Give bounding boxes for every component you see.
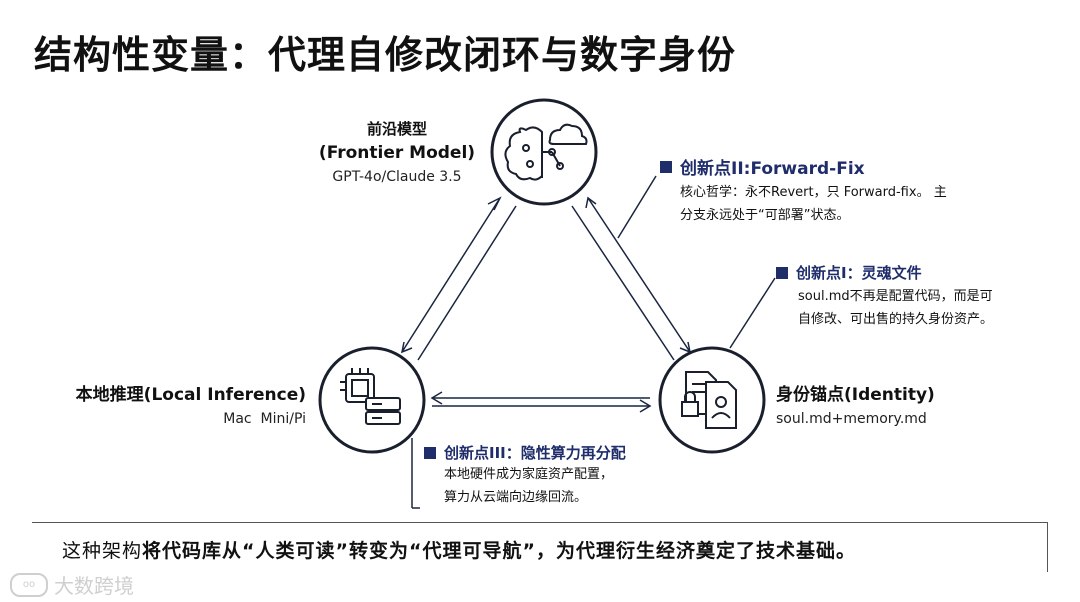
- watermark: oo 大数跨境: [10, 570, 134, 599]
- square-bullet-icon: [660, 160, 672, 173]
- local-label: 本地推理(Local Inference) Mac Mini/Pi: [62, 380, 306, 427]
- watermark-logo-icon: oo: [10, 572, 48, 597]
- node-frontier: [490, 98, 598, 206]
- note-forward-fix-title-text: 创新点II:Forward-Fix: [680, 159, 865, 179]
- square-bullet-icon: [776, 266, 788, 279]
- callout-line-forward-fix: [617, 175, 657, 239]
- note-compute-line2: 算力从云端向边缘回流。: [444, 490, 588, 505]
- footer-prefix: 这种架构: [62, 540, 143, 562]
- note-compute: 创新点III：隐性算力再分配 本地硬件成为家庭资产配置， 算力从云端向边缘回流。: [424, 442, 626, 509]
- note-compute-line1: 本地硬件成为家庭资产配置，: [444, 467, 614, 482]
- node-identity: [658, 346, 766, 454]
- node-local: [318, 346, 426, 454]
- footer-text: 这种架构将代码库从“人类可读”转变为“代理可导航”，为代理衍生经济奠定了技术基础…: [62, 536, 856, 563]
- arrow-frontier-identity: [571, 196, 692, 361]
- arrow-frontier-local: [400, 196, 517, 361]
- note-forward-fix-line2: 分支永远处于“可部署”状态。: [680, 208, 850, 223]
- note-soul: 创新点I：灵魂文件 soul.md不再是配置代码，而是可 自修改、可出售的持久身…: [776, 262, 993, 331]
- local-sub: Mac Mini/Pi: [223, 411, 306, 427]
- note-compute-title-text: 创新点III：隐性算力再分配: [444, 444, 626, 462]
- callout-line-soul: [729, 277, 776, 349]
- brain-cloud-icon: [504, 123, 588, 181]
- arrow-local-identity: [430, 391, 652, 413]
- note-soul-title-text: 创新点I：灵魂文件: [796, 264, 922, 282]
- note-soul-title: 创新点I：灵魂文件: [776, 262, 993, 283]
- note-soul-line1: soul.md不再是配置代码，而是可: [798, 289, 993, 304]
- footer-bold: 将代码库从“人类可读”转变为“代理可导航”，为代理衍生经济奠定了技术基础。: [142, 540, 856, 562]
- page-title: 结构性变量：代理自修改闭环与数字身份: [34, 33, 737, 77]
- footer-side-divider: [1047, 522, 1048, 572]
- note-forward-fix-line1: 核心哲学：永不Revert，只 Forward-fix。 主: [680, 185, 947, 200]
- local-name: 本地推理(Local Inference): [75, 385, 306, 405]
- chip-server-icon: [340, 368, 401, 425]
- identity-sub: soul.md+memory.md: [776, 411, 927, 427]
- watermark-text: 大数跨境: [54, 574, 134, 598]
- note-soul-line2: 自修改、可出售的持久身份资产。: [798, 312, 994, 327]
- frontier-label: 前沿模型 (Frontier Model) GPT-4o/Claude 3.5: [316, 118, 478, 185]
- note-compute-title: 创新点III：隐性算力再分配: [424, 442, 626, 463]
- frontier-sub: GPT-4o/Claude 3.5: [332, 169, 462, 185]
- document-lock-icon: [681, 371, 737, 429]
- note-forward-fix-title: 创新点II:Forward-Fix: [660, 154, 947, 179]
- square-bullet-icon: [424, 446, 436, 459]
- note-forward-fix: 创新点II:Forward-Fix 核心哲学：永不Revert，只 Forwar…: [660, 154, 947, 227]
- identity-name: 身份锚点(Identity): [776, 385, 935, 405]
- frontier-name-en: (Frontier Model): [318, 143, 476, 163]
- identity-label: 身份锚点(Identity) soul.md+memory.md: [776, 380, 935, 427]
- frontier-name-cn: 前沿模型: [366, 120, 427, 138]
- footer-divider: [32, 522, 1048, 523]
